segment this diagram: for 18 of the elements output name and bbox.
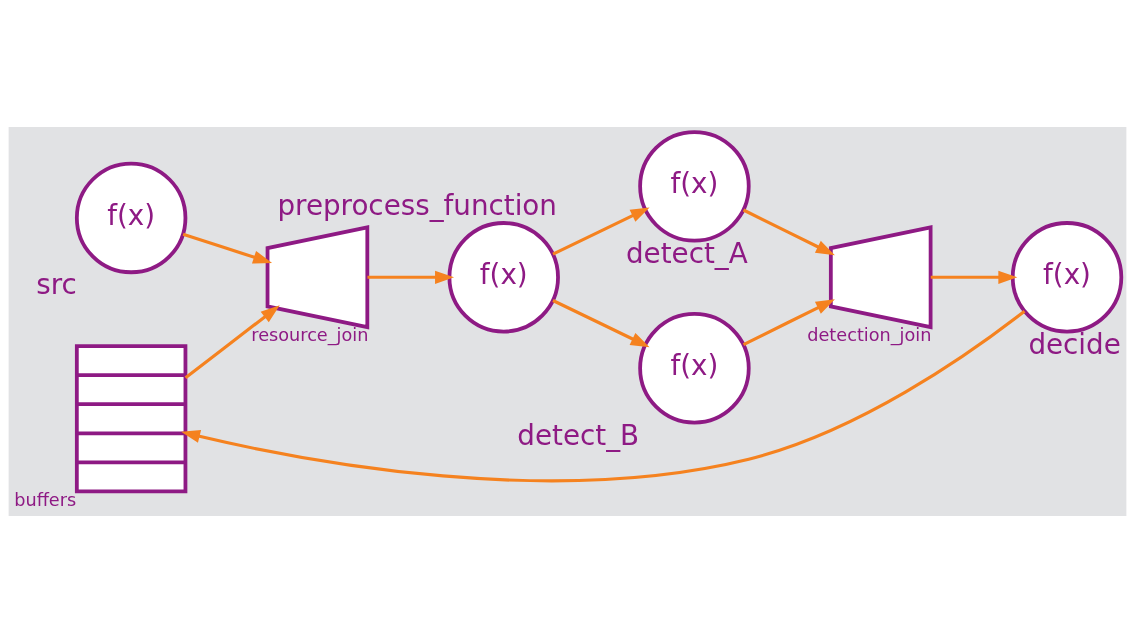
arrow <box>930 270 1018 284</box>
node-label: detect_B <box>517 418 640 452</box>
node-label: buffers <box>14 490 77 511</box>
arrow <box>184 305 280 380</box>
arrow <box>742 208 835 256</box>
arrow <box>182 232 273 264</box>
node-label: src <box>36 268 77 302</box>
node-circle: f(x) <box>638 312 751 425</box>
arrow <box>552 207 650 256</box>
arrow <box>742 299 835 346</box>
arrow <box>181 309 1026 483</box>
node-label: resource_join <box>251 325 369 346</box>
node-label: preprocess_function <box>277 188 557 222</box>
arrow <box>552 299 650 348</box>
node-circle: f(x) <box>74 161 188 275</box>
node-circle: f(x) <box>447 221 560 334</box>
node-label: detection_join <box>807 325 932 346</box>
arrow <box>367 270 455 284</box>
